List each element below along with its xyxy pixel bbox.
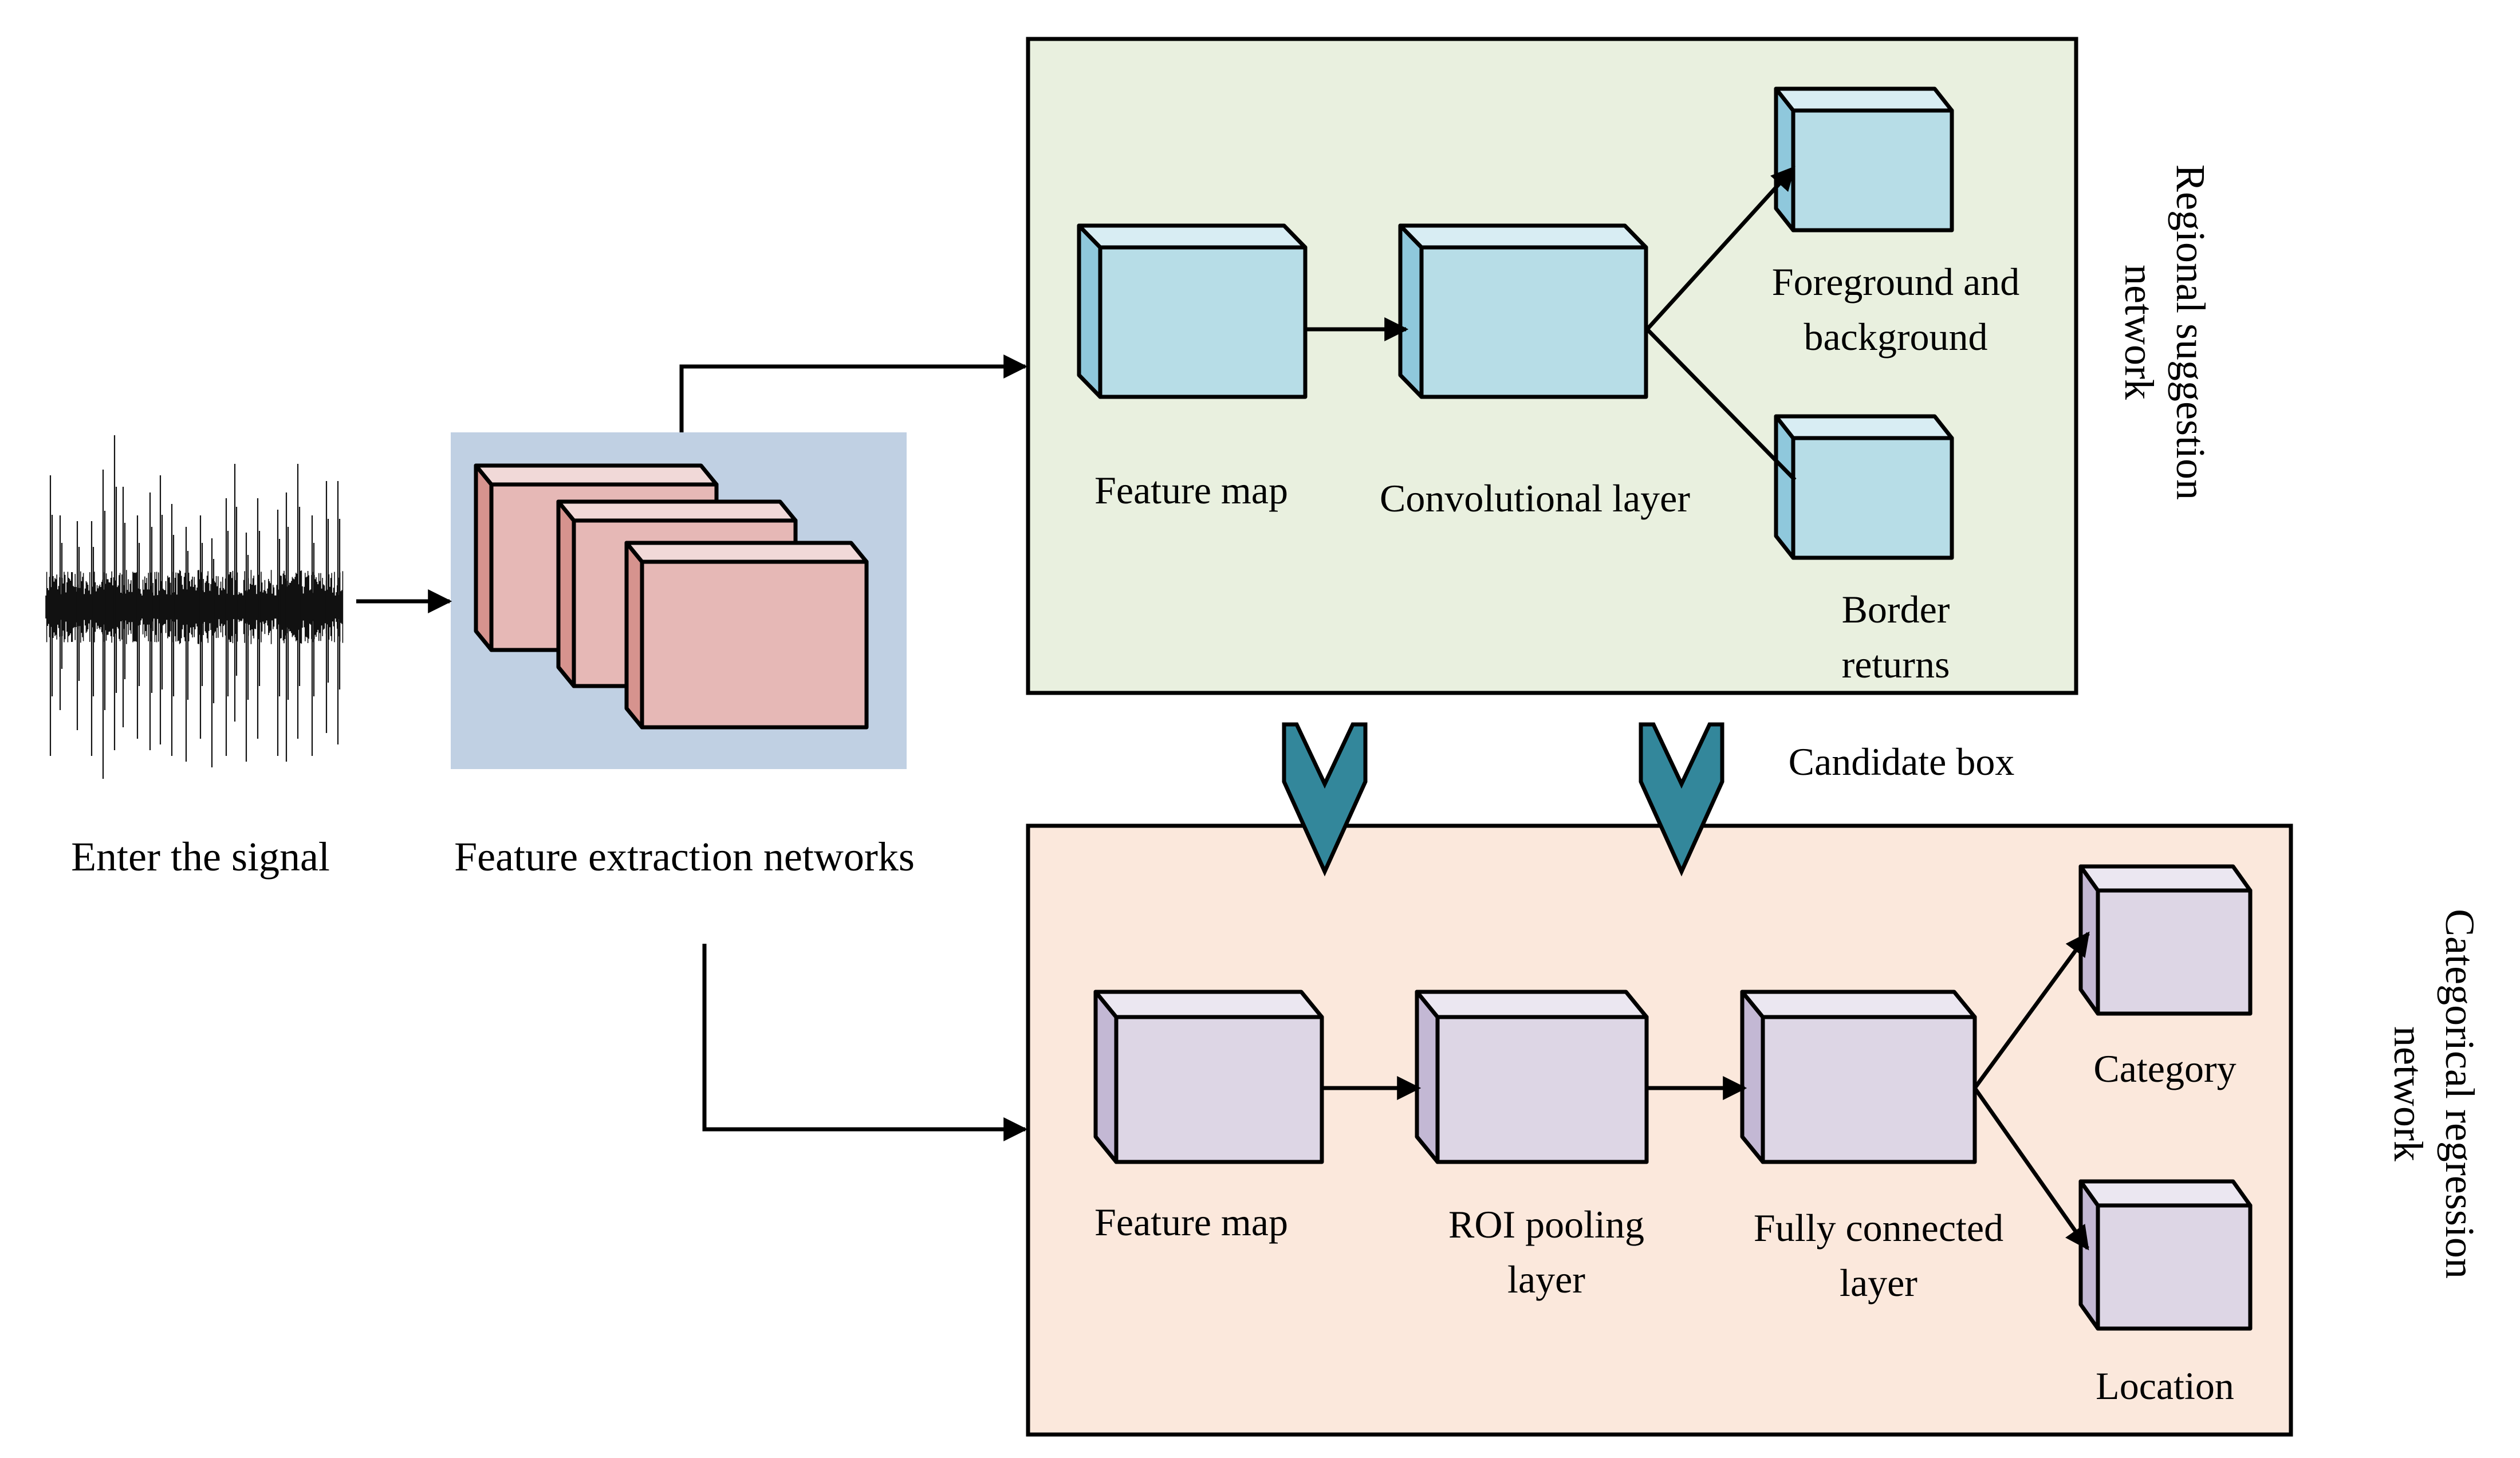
crn-feature-map-label: Feature map [1094, 1200, 1288, 1244]
rpn-conv-layer-label: Convolutional layer [1379, 476, 1690, 520]
rpn-title-line1: Regional suggestion [2168, 164, 2214, 500]
signal-waveform-icon [45, 435, 344, 779]
border-returns-label-line1: Border [1841, 588, 1950, 631]
rpn-border-cube [1774, 414, 1954, 560]
rpn-conv-layer-cube [1398, 223, 1648, 399]
rpn-fg-bg-cube [1774, 86, 1954, 233]
candidate-box-label: Candidate box [1788, 740, 2015, 783]
input-signal-label: Enter the signal [71, 834, 330, 880]
crn-fc-layer-cube [1740, 990, 1977, 1164]
fc-layer-label-line1: Fully connected [1753, 1206, 2004, 1250]
rpn-feature-map-cube [1077, 223, 1308, 399]
arrow-fc-to-location [1973, 1086, 2089, 1251]
category-label: Category [2093, 1047, 2236, 1090]
crn-category-cube [2078, 864, 2253, 1016]
crn-roi-pooling-cube [1415, 990, 1649, 1164]
border-returns-label-line2: returns [1841, 643, 1950, 686]
arrow-fc-to-category [1973, 931, 2090, 1090]
location-label: Location [2096, 1364, 2234, 1408]
crn-title-vertical: Categorical regression network [2383, 876, 2486, 1311]
fg-bg-label-line1: Foreground and [1771, 260, 2020, 304]
candidate-chevron-icon-right [1639, 722, 1724, 877]
roi-pooling-label-line2: layer [1507, 1258, 1585, 1301]
waveform-spikes [49, 435, 341, 779]
crn-title-line1: Categorical regression [2437, 909, 2483, 1279]
crn-title-line2: network [2385, 1026, 2431, 1161]
fe-cube-3 [624, 541, 869, 730]
arrow-conv-to-fgbg [1645, 165, 1796, 331]
crn-location-cube [2078, 1179, 2253, 1331]
crn-feature-map-cube [1093, 990, 1324, 1164]
feature-extraction-label: Feature extraction networks [454, 834, 915, 880]
connector-arrows [356, 165, 2090, 1251]
rpn-title-line2: network [2116, 265, 2162, 400]
line-conv-to-border [1645, 328, 1797, 482]
rpn-title-vertical: Regional suggestion network [2113, 132, 2216, 533]
candidate-chevron-icon-left [1282, 722, 1368, 877]
fg-bg-label-line2: background [1804, 315, 1988, 358]
arrow-fe-to-rpn [679, 354, 1028, 432]
arrow-fe-to-crn [702, 944, 1028, 1141]
fc-layer-label-line2: layer [1840, 1261, 1917, 1305]
roi-pooling-label-line1: ROI pooling [1448, 1203, 1644, 1246]
rpn-feature-map-label: Feature map [1094, 468, 1288, 512]
